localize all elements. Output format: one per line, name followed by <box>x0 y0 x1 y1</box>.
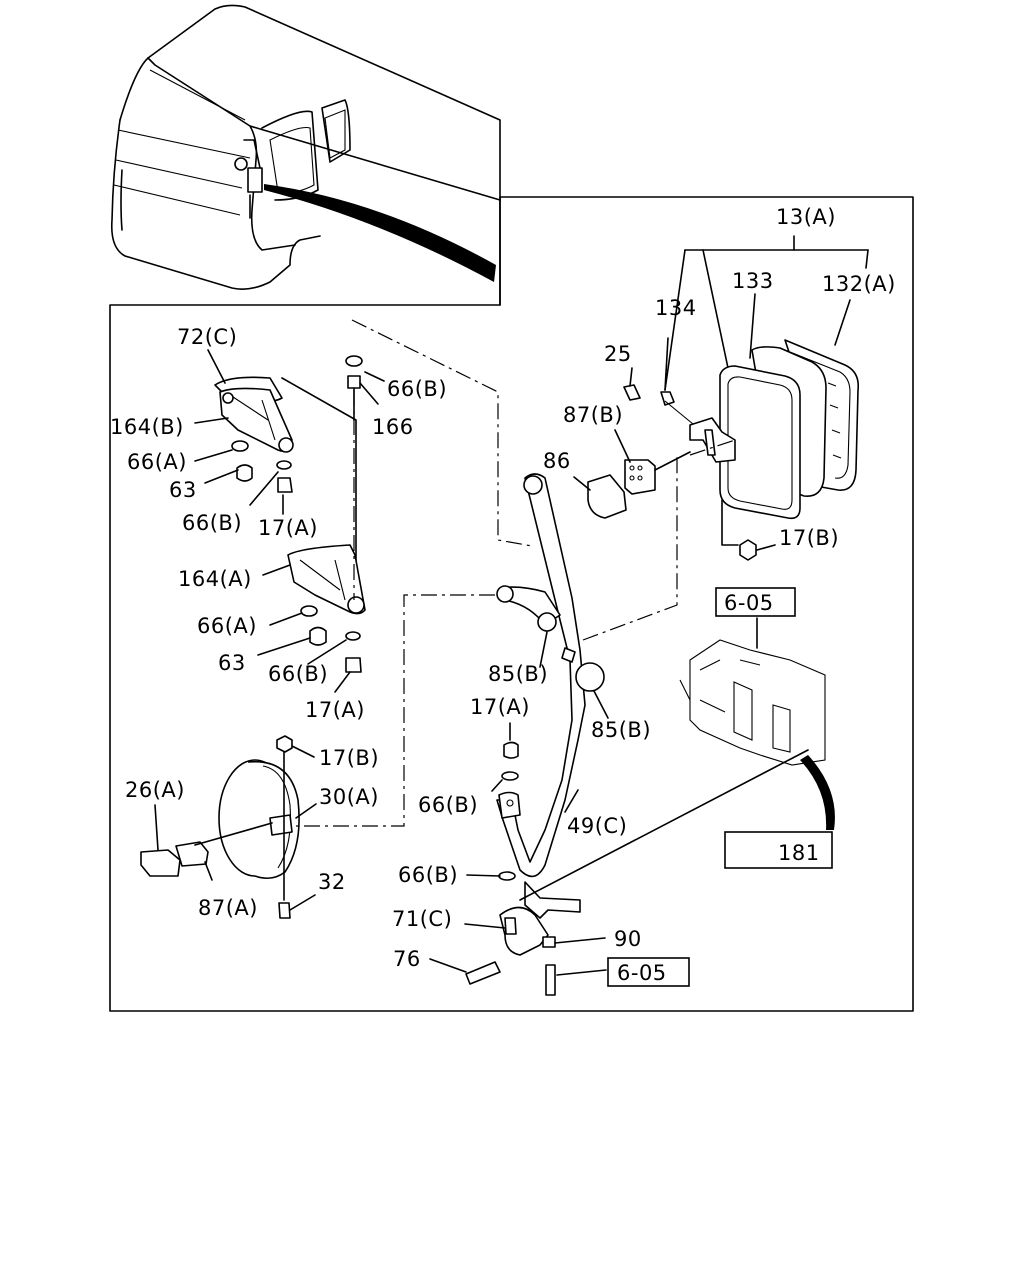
ref-box-605-top <box>715 587 796 617</box>
label-30a: 30(A) <box>319 785 379 809</box>
label-66b-top: 66(B) <box>387 377 447 401</box>
label-17b-1: 17(B) <box>779 526 839 550</box>
ref-box-605-bottom <box>607 957 690 987</box>
label-90: 90 <box>614 927 642 951</box>
label-13a: 13(A) <box>776 205 836 229</box>
label-49c: 49(C) <box>567 814 627 838</box>
label-133: 133 <box>732 269 774 293</box>
mirror-assembly <box>573 235 869 561</box>
label-66b-3: 66(B) <box>268 662 328 686</box>
leader-lines <box>154 371 609 976</box>
label-166: 166 <box>372 415 414 439</box>
label-87b: 87(B) <box>563 403 623 427</box>
label-66b-2: 66(B) <box>182 511 242 535</box>
ref-label-605-top[interactable]: 6-05 <box>724 591 774 615</box>
ref-box-181 <box>724 831 833 869</box>
label-85b-2: 85(B) <box>591 718 651 742</box>
label-164b: 164(B) <box>110 415 184 439</box>
cab-wall-detail <box>679 617 835 849</box>
label-32: 32 <box>318 870 346 894</box>
work-lamp <box>140 735 300 919</box>
label-17a-2: 17(A) <box>305 698 365 722</box>
label-71c: 71(C) <box>392 907 452 931</box>
lower-bracket <box>465 749 809 996</box>
label-66b-5: 66(B) <box>398 863 458 887</box>
label-66a-2: 66(A) <box>197 614 257 638</box>
label-17b-2: 17(B) <box>319 746 379 770</box>
label-181: 181 <box>778 841 820 865</box>
label-25: 25 <box>604 342 632 366</box>
label-63-2: 63 <box>218 651 246 675</box>
mirror-arm <box>496 473 605 878</box>
connection-lines <box>296 319 736 827</box>
label-17a-1: 17(A) <box>258 516 318 540</box>
ref-label-605-bottom[interactable]: 6-05 <box>617 961 667 985</box>
cab-overview <box>110 4 501 306</box>
label-66b-4: 66(B) <box>418 793 478 817</box>
label-66a-1: 66(A) <box>127 450 187 474</box>
label-134: 134 <box>655 296 697 320</box>
label-132a: 132(A) <box>822 272 896 296</box>
label-86: 86 <box>543 449 571 473</box>
label-87a: 87(A) <box>198 896 258 920</box>
label-72c: 72(C) <box>177 325 237 349</box>
label-76: 76 <box>393 947 421 971</box>
label-63-1: 63 <box>169 478 197 502</box>
label-26a: 26(A) <box>125 778 185 802</box>
label-164a: 164(A) <box>178 567 252 591</box>
label-17a-3: 17(A) <box>470 695 530 719</box>
label-85b-1: 85(B) <box>488 662 548 686</box>
